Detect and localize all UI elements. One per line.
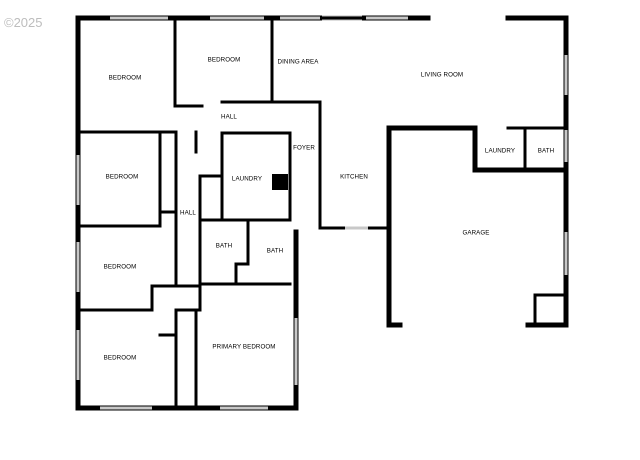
room-label-garage: GARAGE <box>462 230 489 237</box>
room-label-bath-2: BATH <box>267 248 283 255</box>
windows <box>76 16 568 410</box>
room-label-laundry-main: LAUNDRY <box>232 176 262 183</box>
room-label-hall-upper: HALL <box>221 114 237 121</box>
room-label-foyer: FOYER <box>293 145 315 152</box>
room-label-bath-garage: BATH <box>538 148 554 155</box>
fireplace <box>272 174 288 190</box>
room-label-bedroom-top: BEDROOM <box>208 57 241 64</box>
room-label-kitchen: KITCHEN <box>340 174 368 181</box>
room-label-bedroom-left-3: BEDROOM <box>104 264 137 271</box>
room-label-bedroom-bottom-left: BEDROOM <box>104 355 137 362</box>
room-labels: BEDROOM BEDROOM DINING AREA LIVING ROOM … <box>104 57 554 362</box>
room-label-laundry-garage: LAUNDRY <box>485 148 515 155</box>
copyright-watermark: ©2025 <box>4 15 43 30</box>
room-label-bath-1: BATH <box>216 243 232 250</box>
room-label-dining-area: DINING AREA <box>278 59 320 66</box>
room-label-living-room: LIVING ROOM <box>421 72 463 79</box>
room-label-hall-lower: HALL <box>180 210 196 217</box>
room-label-bedroom-top-left: BEDROOM <box>109 75 142 82</box>
sliding-door <box>322 15 362 21</box>
walls <box>75 15 569 411</box>
room-label-bedroom-left-2: BEDROOM <box>106 174 139 181</box>
room-label-primary-bedroom: PRIMARY BEDROOM <box>212 344 275 351</box>
